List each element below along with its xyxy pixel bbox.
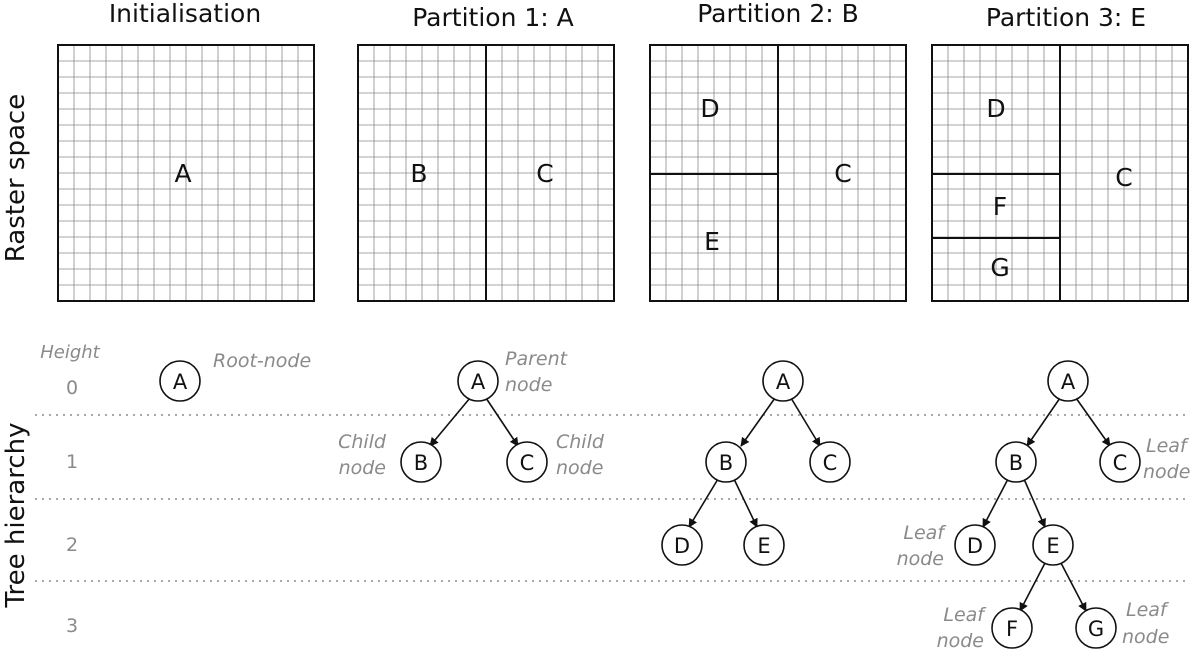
region-label-b: B (410, 159, 427, 188)
svg-text:G: G (1088, 617, 1104, 641)
panel-title-partition-2: Partition 2: B (697, 0, 859, 28)
panel-title-initialisation: Initialisation (109, 0, 261, 28)
tree-node-a: A (159, 360, 201, 402)
svg-text:C: C (520, 451, 535, 475)
leaf-node-note-f: node (937, 630, 984, 652)
tree-node-b: B (400, 441, 442, 483)
tree-edges (429, 397, 1111, 612)
level-number: 3 (66, 615, 78, 637)
region-label-c: C (536, 159, 553, 188)
child-node-note-right: Child (556, 431, 605, 453)
svg-text:A: A (776, 370, 791, 394)
region-label-c: C (1115, 163, 1132, 192)
tree-node-a: A (762, 360, 804, 402)
tree-node-e: E (1032, 524, 1074, 566)
region-label-d: D (700, 94, 719, 123)
region-label-e: E (704, 227, 720, 256)
leaf-node-note-d: Leaf (903, 522, 947, 544)
panel-title-partition-1: Partition 1: A (412, 3, 574, 32)
tree-node-c: C (1099, 441, 1141, 483)
tree-edge (1060, 562, 1087, 612)
parent-node-note: Parent (505, 348, 569, 370)
tree-edge (982, 478, 1009, 528)
tree-node-a: A (1047, 360, 1089, 402)
svg-text:C: C (1113, 451, 1128, 475)
svg-text:C: C (823, 451, 838, 475)
region-label-c: C (834, 159, 851, 188)
tree-node-c: C (506, 441, 548, 483)
leaf-node-note-d: node (897, 548, 944, 570)
tree-edge (1026, 397, 1061, 447)
tree-node-d: D (661, 524, 703, 566)
root-node-note: Root-node (213, 350, 311, 372)
svg-text:A: A (1061, 370, 1076, 394)
tree-edge (1023, 478, 1046, 528)
svg-text:A: A (471, 370, 486, 394)
svg-text:E: E (757, 534, 770, 558)
svg-text:B: B (1009, 451, 1023, 475)
tree-node-b: B (995, 441, 1037, 483)
svg-text:E: E (1046, 534, 1059, 558)
child-node-note-right: node (556, 457, 603, 479)
child-node-note-left: node (339, 457, 386, 479)
svg-text:B: B (414, 451, 428, 475)
region-label-a: A (174, 159, 191, 188)
level-number: 1 (66, 451, 78, 473)
tree-edge (485, 397, 519, 447)
tree-edge (429, 397, 471, 447)
tree-node-c: C (809, 441, 851, 483)
tree-edge (1019, 562, 1046, 612)
tree-node-d: D (954, 524, 996, 566)
tree-edge (733, 478, 758, 528)
raster-grid-initialisation (57, 44, 315, 302)
svg-text:D: D (674, 534, 690, 558)
tree-node-e: E (743, 524, 785, 566)
leaf-node-note-g: Leaf (1126, 599, 1170, 621)
height-header: Height (40, 342, 100, 363)
tree-node-b: B (705, 441, 747, 483)
level-number: 2 (66, 534, 78, 556)
svg-text:F: F (1006, 617, 1018, 641)
tree-node-a: A (457, 360, 499, 402)
tree-edge (688, 478, 719, 528)
leaf-node-note-c: node (1143, 461, 1190, 483)
region-label-d: D (986, 94, 1005, 123)
region-label-f: F (993, 192, 1007, 221)
parent-node-note: node (505, 374, 552, 396)
leaf-node-note-c: Leaf (1146, 435, 1190, 457)
tree-hierarchy-label: Tree hierarchy (1, 422, 31, 608)
svg-text:A: A (173, 370, 188, 394)
region-label-g: G (990, 253, 1009, 282)
tree-node-f: F (991, 607, 1033, 649)
grid-border (57, 44, 315, 302)
svg-text:B: B (719, 451, 733, 475)
tree-node-g: G (1075, 607, 1117, 649)
child-node-note-left: Child (338, 431, 387, 453)
tree-edge (1075, 397, 1111, 447)
level-number: 0 (66, 377, 78, 399)
tree-edge (790, 397, 821, 447)
svg-text:D: D (967, 534, 983, 558)
leaf-node-note-f: Leaf (943, 604, 987, 626)
leaf-node-note-g: node (1122, 626, 1169, 648)
raster-space-label: Raster space (1, 94, 31, 262)
tree-edge (740, 397, 776, 447)
panel-title-partition-3: Partition 3: E (986, 3, 1146, 32)
